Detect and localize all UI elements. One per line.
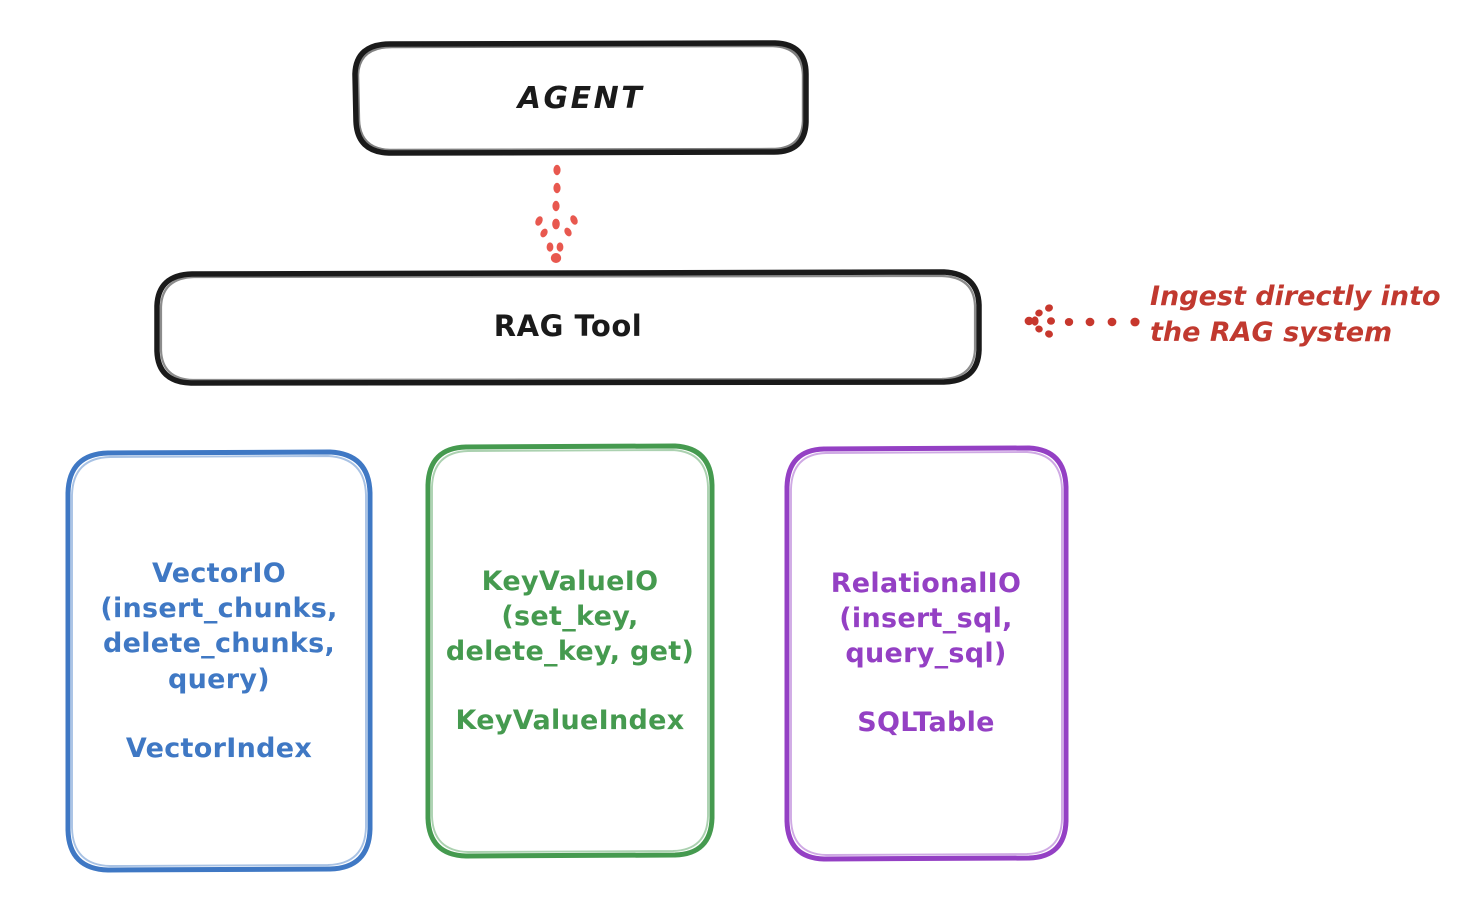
agent-box[interactable] — [352, 40, 809, 156]
agent-to-rag-connector — [535, 164, 578, 263]
key-value-io-box[interactable] — [425, 443, 715, 859]
annotation-to-rag-connector — [1024, 304, 1140, 338]
relational-io-box[interactable] — [784, 445, 1069, 862]
vector-io-box[interactable] — [65, 449, 373, 873]
rag-tool-box[interactable] — [154, 269, 982, 386]
